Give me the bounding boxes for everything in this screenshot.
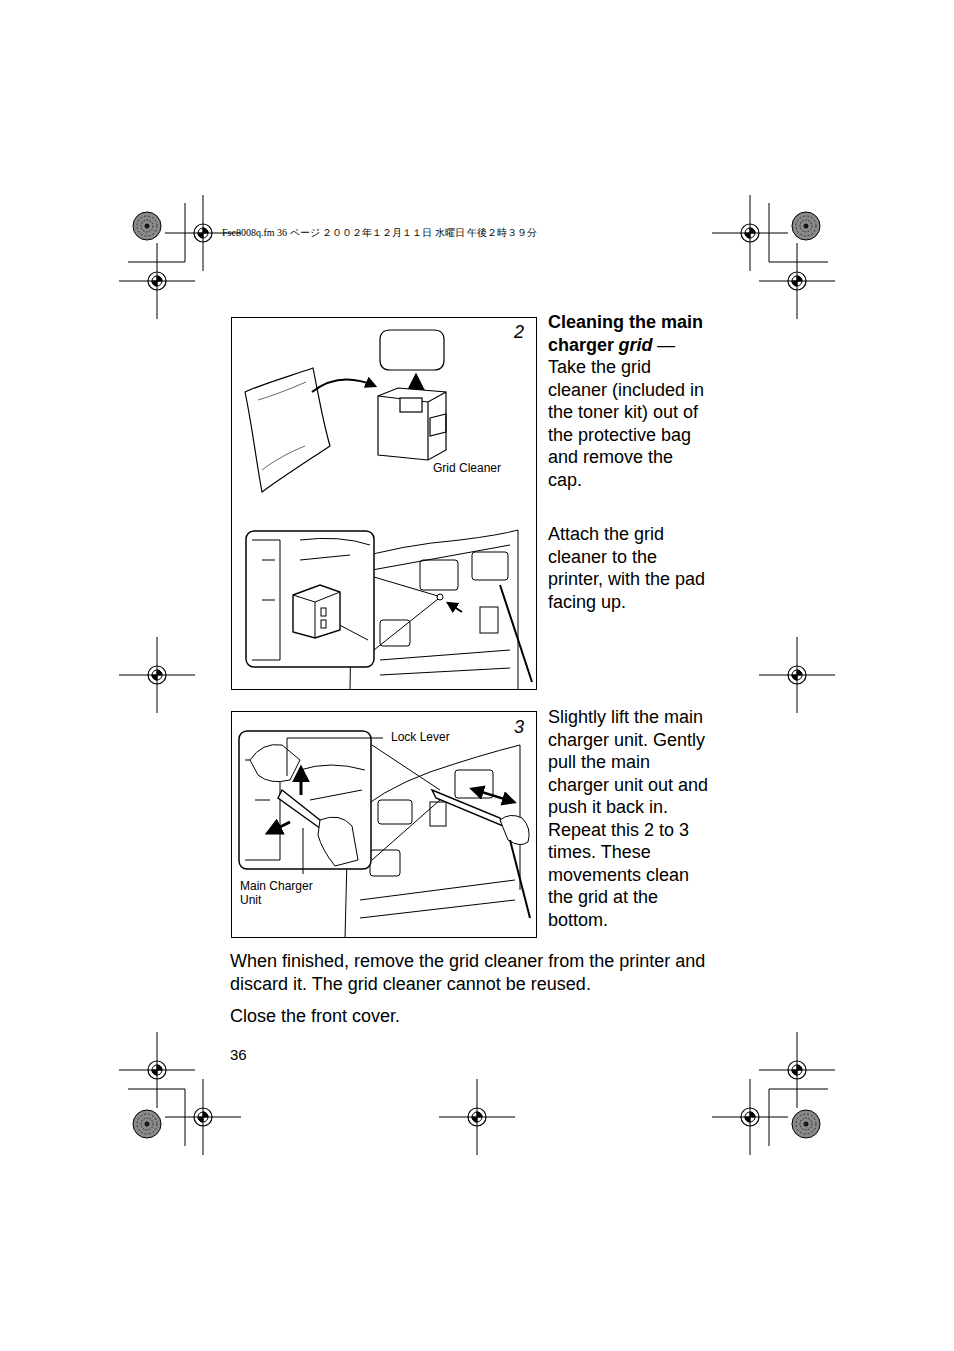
- illustration-frame: 3Lock LeverMain Charger Unit: [231, 711, 537, 938]
- drawing-rect: [400, 398, 422, 412]
- drawing-path: [293, 585, 340, 638]
- drawing-line: [303, 828, 304, 874]
- drawing-use: [712, 195, 788, 271]
- drawing-line: [268, 822, 290, 833]
- instruction-text: Slightly lift the main charger unit. Gen…: [548, 706, 710, 931]
- drawing-path: [380, 650, 510, 675]
- drawing-use: [119, 1032, 195, 1108]
- grid-cleaner-illustration: [245, 330, 446, 492]
- drawing-rect: [321, 620, 326, 628]
- instruction-text: When finished, remove the grid cleaner f…: [230, 951, 705, 994]
- drawing-path: [378, 392, 446, 460]
- drawing-rect: [480, 607, 498, 633]
- drawing-line: [769, 1089, 828, 1090]
- drawing-use: [759, 243, 835, 319]
- part-label: Grid Cleaner: [433, 462, 501, 476]
- drawing-line: [372, 745, 440, 790]
- drawing-path: [300, 765, 365, 800]
- drawing-line: [374, 577, 438, 596]
- printer-interior: [246, 530, 532, 690]
- page-number: 36: [230, 1046, 247, 1063]
- drawing-use: [119, 637, 195, 713]
- main-charger-illustration: [239, 731, 530, 938]
- drawing-use: [439, 1079, 515, 1155]
- instruction-text: Attach the grid cleaner to the printer, …: [548, 523, 708, 613]
- drawing-use: [759, 637, 835, 713]
- callout-number: 3: [514, 717, 524, 738]
- step-heading: grid: [619, 335, 653, 355]
- drawing-line: [769, 1089, 770, 1146]
- page-number: 36: [230, 1044, 290, 1067]
- drawing-line: [472, 789, 514, 802]
- drawing-line: [128, 1089, 185, 1090]
- instruction-text: Close the front cover.: [230, 1005, 710, 1028]
- drawing-line: [372, 800, 440, 860]
- drawing-path: [245, 368, 330, 492]
- drawing-line: [374, 599, 438, 650]
- illustration-frame: 2Grid Cleaner: [231, 317, 537, 690]
- file-header: Fsc8008q.fm 36 ページ ２００２年１２月１１日 水曜日 午後２時３…: [222, 227, 742, 239]
- header-text: Fsc8008q.fm 36 ページ ２００２年１２月１１日 水曜日 午後２時３…: [222, 227, 537, 238]
- drawing-use: [712, 1079, 788, 1155]
- drawing-use: [119, 243, 195, 319]
- drawing-rect: [420, 560, 458, 590]
- drawing-path: [312, 380, 375, 392]
- drawing-rect: [430, 802, 446, 826]
- callout-number: 2: [514, 322, 524, 343]
- drawing-path: [258, 382, 306, 400]
- drawing-use: [792, 1110, 820, 1138]
- drawing-line: [300, 768, 303, 795]
- drawing-use: [792, 212, 820, 240]
- drawing-path: [372, 545, 510, 570]
- drawing-path: [318, 817, 358, 866]
- drawing-rect: [239, 731, 371, 869]
- instruction-text: — Take the grid cleaner (included in the…: [548, 335, 704, 490]
- drawing-line: [769, 262, 828, 263]
- drawing-use: [133, 1110, 161, 1138]
- drawing-path: [378, 388, 446, 460]
- drawing-path: [262, 446, 305, 470]
- drawing-line: [185, 203, 186, 262]
- drawing-use: [133, 212, 161, 240]
- drawing-rect: [246, 531, 374, 667]
- drawing-use: [165, 1079, 241, 1155]
- drawing-line: [448, 603, 462, 612]
- drawing-line: [128, 262, 185, 263]
- instruction-text: Cleaning the main chargergrid— Take the …: [548, 311, 708, 491]
- drawing-path: [293, 592, 340, 638]
- part-label: Main Charger Unit: [238, 880, 332, 908]
- drawing-rect: [321, 608, 326, 616]
- part-label: Lock Lever: [389, 731, 452, 745]
- drawing-rect: [370, 850, 400, 876]
- drawing-line: [185, 1089, 186, 1146]
- drawing-path: [430, 414, 446, 436]
- drawing-line: [500, 585, 532, 682]
- crop-marks: [119, 195, 835, 1155]
- drawing-path: [380, 330, 444, 370]
- instruction-text: Slightly lift the main charger unit. Gen…: [548, 707, 708, 930]
- instruction-text: Attach the grid cleaner to the printer, …: [548, 524, 705, 612]
- drawing-rect: [472, 552, 508, 580]
- drawing-path: [250, 745, 300, 782]
- instruction-text: When finished, remove the grid cleaner f…: [230, 950, 710, 995]
- drawing-path: [252, 540, 280, 660]
- drawing-path: [360, 880, 515, 918]
- drawing-line: [287, 738, 383, 739]
- drawing-line: [510, 840, 530, 918]
- drawing-use: [759, 1032, 835, 1108]
- drawing-rect: [378, 800, 412, 824]
- drawing-path: [500, 815, 529, 844]
- drawing-line: [287, 738, 288, 776]
- drawing-path: [350, 530, 518, 690]
- drawing-line: [769, 203, 770, 262]
- instruction-text: Close the front cover.: [230, 1006, 400, 1026]
